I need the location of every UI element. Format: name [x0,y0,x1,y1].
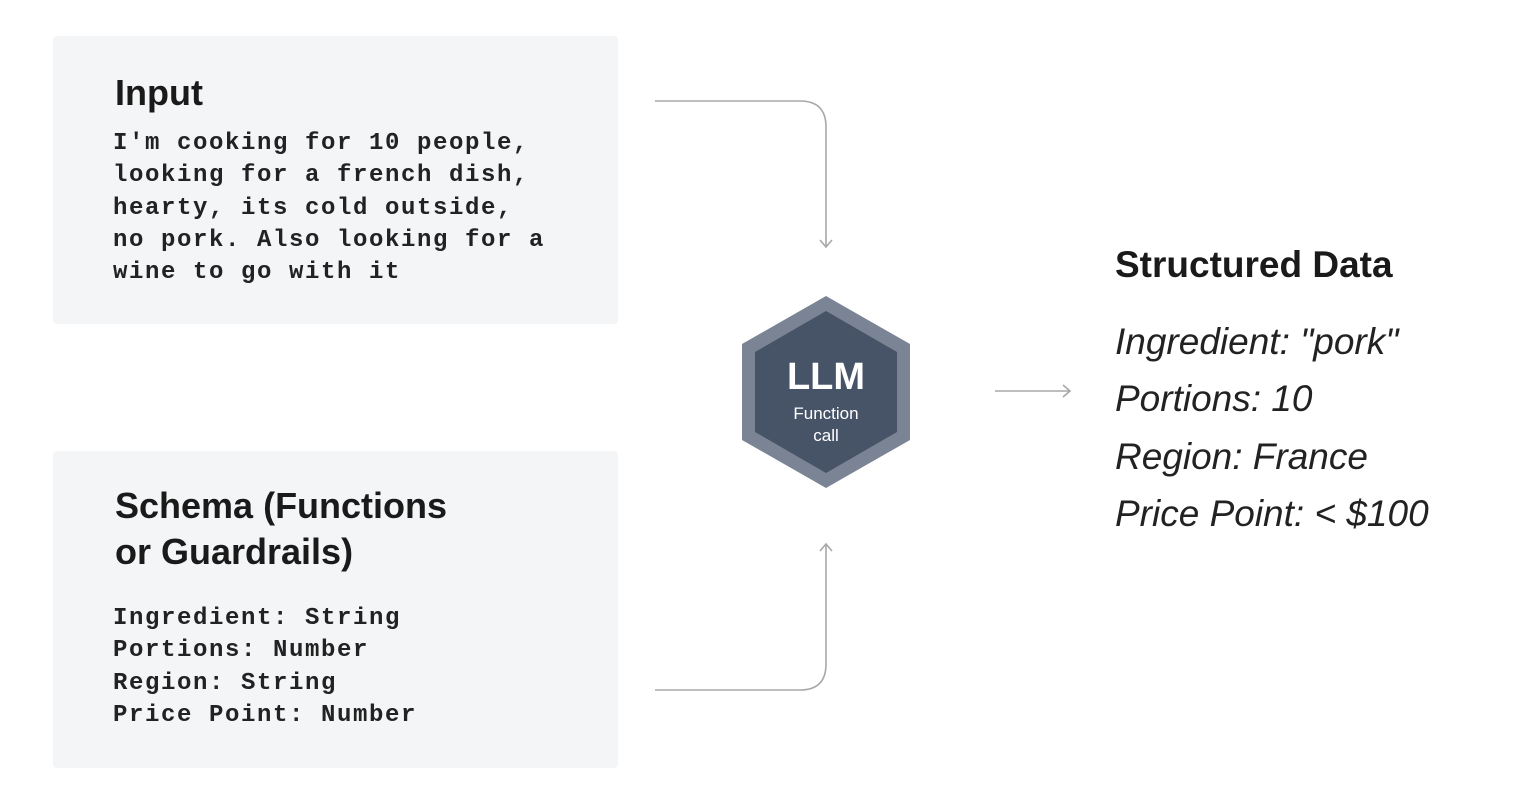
schema-title: Schema (Functions or Guardrails) [115,485,448,572]
llm-hexagon-icon [742,296,910,488]
input-to-llm-arrow [655,100,827,246]
output-arrowhead-icon [1062,384,1072,398]
schema-fields: Ingredient: String Portions: Number Regi… [113,605,418,729]
input-card: Input I'm cooking for 10 people, looking… [53,36,618,324]
schema-card: Schema (Functions or Guardrails) Ingredi… [53,451,618,768]
output-item-ingredient: Ingredient: "pork" [1115,321,1399,362]
llm-label: LLM [786,356,866,398]
output-item-price-point: Price Point: < $100 [1115,493,1429,534]
input-title: Input [115,72,203,113]
structured-data-title: Structured Data [1115,244,1393,285]
schema-arrowhead-icon [819,542,833,552]
llm-subtitle: Function call [793,404,859,445]
output-item-region: Region: France [1115,436,1368,477]
input-arrowhead-icon [819,239,833,249]
input-text: I'm cooking for 10 people, looking for a… [113,130,546,287]
output-item-portions: Portions: 10 [1115,378,1313,419]
schema-to-llm-arrow [655,545,827,691]
